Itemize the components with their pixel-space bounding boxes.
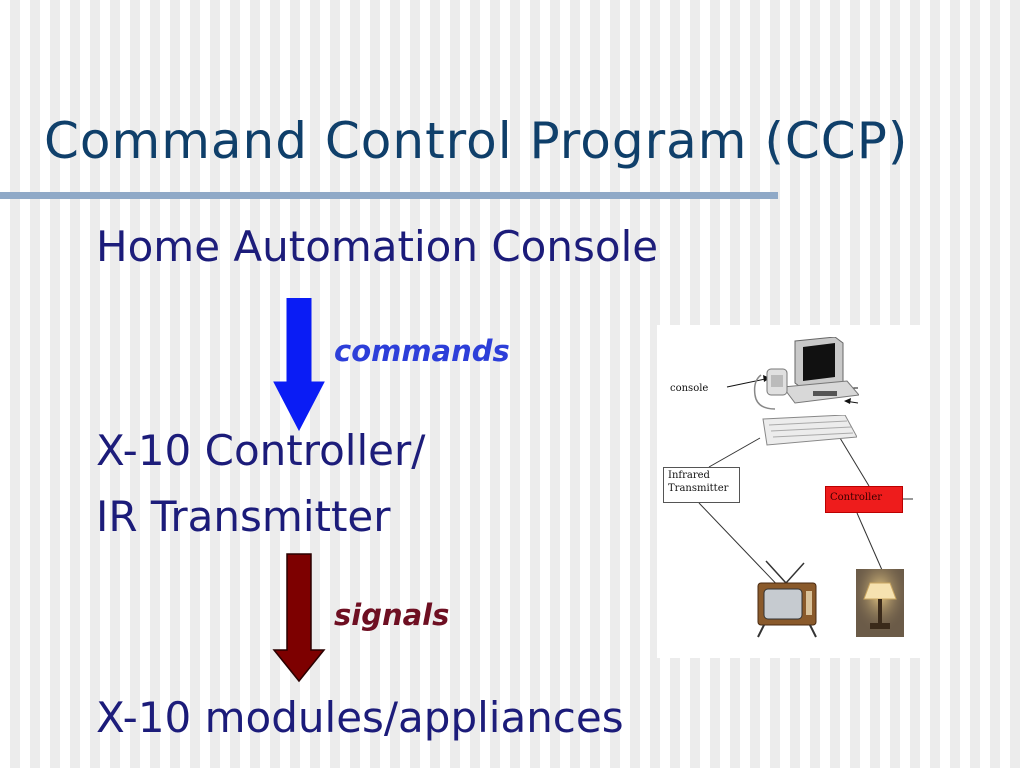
system-diagram-figure: console Infrared Transmitter Controller <box>657 325 929 658</box>
signals-arrow-icon <box>272 553 326 683</box>
monitor-icon <box>782 337 859 404</box>
ir-label-line1: Infrared <box>668 470 710 481</box>
lamp-icon <box>856 569 904 637</box>
console-label: console <box>670 383 709 394</box>
x10-controller-text: X-10 Controller/ <box>96 426 426 475</box>
slide-title: Command Control Program (CCP) <box>44 112 909 170</box>
ir-label-line2: Transmitter <box>668 482 729 494</box>
controller-label: Controller <box>830 492 883 503</box>
commands-arrow-icon <box>273 298 325 432</box>
commands-label: commands <box>334 334 510 368</box>
infrared-transmitter-box: Infrared Transmitter <box>663 467 740 503</box>
x10-modules-appliances-text: X-10 modules/appliances <box>96 693 624 742</box>
home-automation-console-text: Home Automation Console <box>96 222 659 271</box>
television-icon <box>757 560 817 638</box>
ir-transmitter-text: IR Transmitter <box>96 492 391 541</box>
controller-box: Controller <box>825 486 903 513</box>
signals-label: signals <box>334 598 450 632</box>
title-divider <box>0 192 778 199</box>
keyboard-icon <box>762 415 857 446</box>
telephone-icon <box>753 368 788 410</box>
